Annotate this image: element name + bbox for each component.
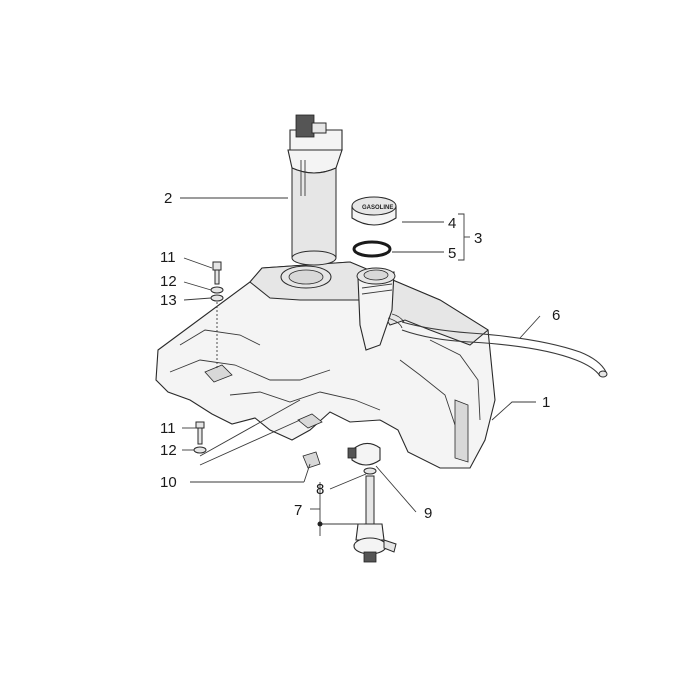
o-ring [352, 240, 392, 258]
callout-13: 13 [160, 292, 177, 309]
callout-8: 8 [316, 481, 324, 498]
bolt-lower [195, 421, 205, 445]
fuel-tank [155, 261, 496, 469]
callout-11-lower: 11 [160, 420, 176, 437]
callout-4: 4 [448, 215, 456, 232]
callout-9: 9 [424, 505, 432, 522]
callout-12-upper: 12 [160, 273, 177, 290]
washer-13 [210, 294, 224, 302]
leader-lines [180, 197, 541, 536]
hose-clamp [347, 442, 381, 466]
callout-12-lower: 12 [160, 442, 177, 459]
callout-3: 3 [474, 230, 482, 247]
callout-5: 5 [448, 245, 456, 262]
washer-lower [193, 446, 207, 454]
callout-10: 10 [160, 474, 177, 491]
washer-8 [363, 467, 377, 475]
cap-lettering: GASOLINE [362, 205, 393, 211]
bolt-upper [212, 261, 222, 285]
fuel-tap [353, 475, 397, 563]
callout-1: 1 [542, 394, 550, 411]
vent-hose [401, 321, 608, 378]
filler-neck [356, 267, 405, 351]
fuel-level-sender [287, 114, 343, 266]
washer-upper [210, 286, 224, 294]
callout-11-upper: 11 [160, 249, 176, 266]
callout-2: 2 [164, 190, 172, 207]
callout-6: 6 [552, 307, 560, 324]
callout-7: 7 [294, 502, 302, 519]
filler-cap: GASOLINE [351, 196, 397, 226]
clip-10 [302, 451, 321, 469]
